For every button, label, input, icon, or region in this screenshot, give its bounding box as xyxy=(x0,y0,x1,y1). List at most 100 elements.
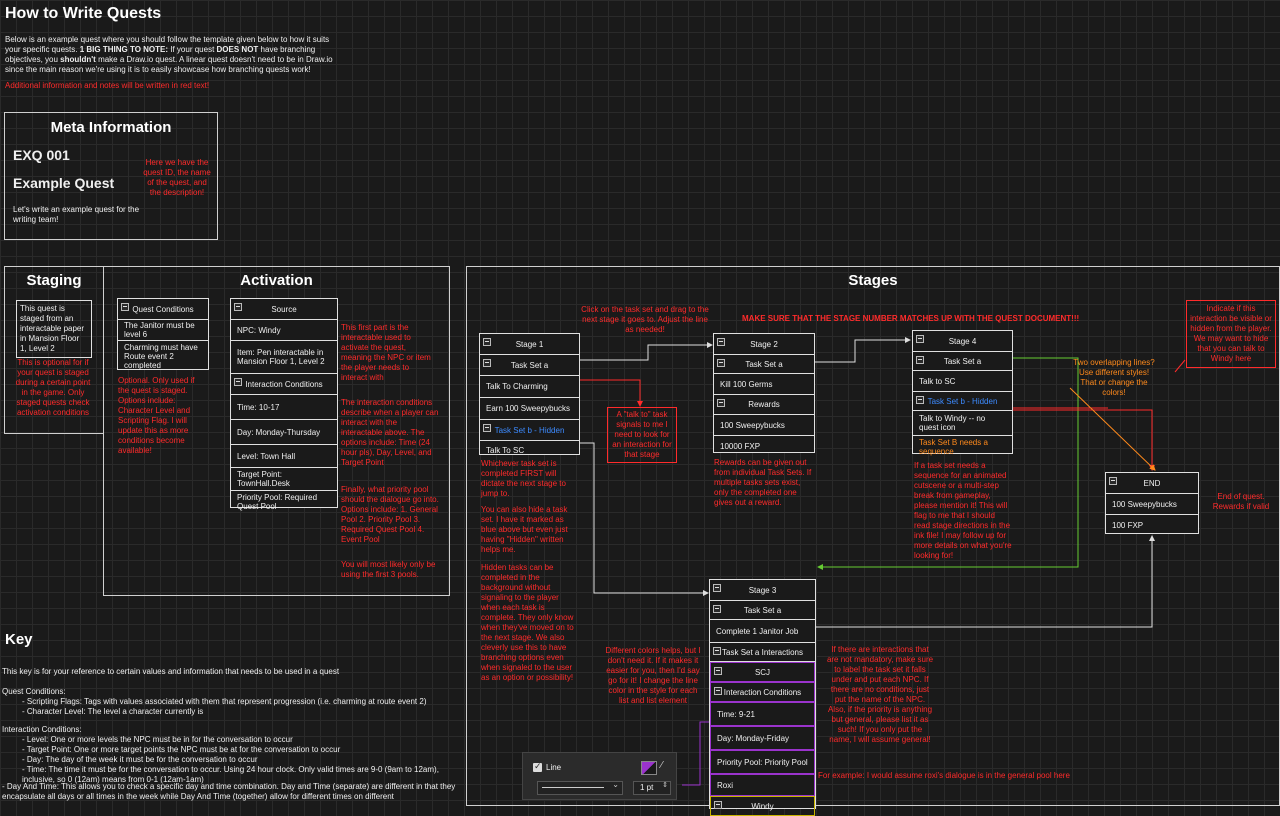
table-row[interactable]: Target Point: TownHall.Desk xyxy=(231,468,337,491)
table-row[interactable]: Priority Pool: Required Quest Pool xyxy=(237,493,318,511)
source-header[interactable]: Source xyxy=(231,299,337,320)
table-row[interactable]: Time: 10-17 xyxy=(231,395,337,420)
stage-1-header[interactable]: Stage 1 xyxy=(480,334,579,355)
key-ic-5: - Day And Time: This allows you to check… xyxy=(2,782,456,801)
stage-4[interactable]: Stage 4 Task Set a Talk to SC Task Set b… xyxy=(912,330,1013,456)
collapse-icon[interactable] xyxy=(483,338,491,346)
line-style-toolbar[interactable]: ✓ Line ⁄ ⌄ 1 pt ⇕ xyxy=(522,752,677,800)
stage-2-header[interactable]: Stage 2 xyxy=(714,334,814,355)
table-row[interactable]: Talk to SC xyxy=(913,371,1012,392)
collapse-icon[interactable] xyxy=(483,359,491,367)
table-row[interactable]: Item: Pen interactable in Mansion Floor … xyxy=(231,341,337,374)
stage-number-banner: MAKE SURE THAT THE STAGE NUMBER MATCHES … xyxy=(742,314,1080,323)
collapse-icon[interactable] xyxy=(234,303,242,311)
table-row[interactable]: 100 FXP xyxy=(1112,520,1144,530)
color-picker-icon[interactable]: ⁄ xyxy=(661,760,663,771)
scj-header[interactable]: SCJ xyxy=(710,662,815,682)
collapse-icon[interactable] xyxy=(717,338,725,346)
example-note: For example: I would assume roxi's dialo… xyxy=(818,771,1070,780)
meta-panel[interactable]: Meta Information EXQ 001 Example Quest L… xyxy=(4,112,218,240)
table-row[interactable]: 100 Sweepybucks xyxy=(1106,494,1198,515)
table-row[interactable]: Kill 100 Germs xyxy=(714,374,814,395)
collapse-icon[interactable] xyxy=(714,687,722,695)
checkmark-icon: ✓ xyxy=(534,761,542,771)
collapse-icon[interactable] xyxy=(714,667,722,675)
task-set-a[interactable]: Task Set a xyxy=(714,355,814,374)
windy-header[interactable]: Windy xyxy=(710,796,815,816)
table-row[interactable]: Task Set B needs a sequence xyxy=(919,438,988,456)
key-ic-label: Interaction Conditions: xyxy=(2,725,82,734)
stages-top-note: Click on the task set and drag to the ne… xyxy=(581,305,709,334)
table-row[interactable]: Charming must have Route event 2 complet… xyxy=(124,342,198,370)
table-row[interactable]: Roxi xyxy=(710,774,815,796)
line-color-swatch[interactable] xyxy=(641,761,657,775)
line-width-input[interactable]: 1 pt ⇕ xyxy=(633,781,671,795)
task-set-a[interactable]: Task Set a xyxy=(480,355,579,376)
table-row[interactable]: 100 Sweepybucks xyxy=(714,415,814,436)
collapse-icon[interactable] xyxy=(483,424,491,432)
key-qc-1: - Scripting Flags: Tags with values asso… xyxy=(22,697,427,706)
qc-note: Optional. Only used if the quest is stag… xyxy=(118,376,195,455)
table-row[interactable]: Talk to Windy -- no quest icon xyxy=(913,411,1012,436)
table-row[interactable]: 10000 FXP xyxy=(720,441,761,451)
table-row[interactable]: Time: 9-21 xyxy=(710,702,815,726)
stage-1[interactable]: Stage 1 Task Set a Talk To Charming Earn… xyxy=(479,333,580,455)
task-set-b-hidden[interactable]: Task Set b - Hidden xyxy=(913,392,1012,411)
rewards-header[interactable]: Rewards xyxy=(714,395,814,415)
key-qc-label: Quest Conditions: xyxy=(2,687,66,696)
task-set-a[interactable]: Task Set a xyxy=(710,601,815,620)
table-row[interactable]: NPC: Windy xyxy=(231,320,337,341)
table-row[interactable]: Priority Pool: Priority Pool xyxy=(710,750,815,774)
activation-panel[interactable]: Activation xyxy=(103,266,450,596)
stage-2[interactable]: Stage 2 Task Set a Kill 100 Germs Reward… xyxy=(713,333,815,453)
line-checkbox[interactable]: ✓ xyxy=(533,761,542,772)
task-set-interactions-header[interactable]: Task Set a Interactions xyxy=(710,643,815,662)
collapse-icon[interactable] xyxy=(916,396,924,404)
staging-box[interactable]: This quest is staged from an interactabl… xyxy=(16,300,92,358)
page-title: How to Write Quests xyxy=(5,5,162,22)
collapse-icon[interactable] xyxy=(713,605,721,613)
stage-1-note-3: Hidden tasks can be completed in the bac… xyxy=(481,563,574,682)
stage-3[interactable]: Stage 3 Task Set a Complete 1 Janitor Jo… xyxy=(709,579,816,816)
table-row[interactable]: Talk To SC xyxy=(486,445,525,455)
table-row[interactable]: The Janitor must be level 6 xyxy=(118,320,208,341)
table-row[interactable]: Complete 1 Janitor Job xyxy=(710,620,815,643)
staging-panel[interactable]: Staging This quest is staged from an int… xyxy=(4,266,104,434)
interaction-conditions-header[interactable]: Interaction Conditions xyxy=(231,374,337,395)
table-row[interactable]: Talk To Charming xyxy=(480,376,579,398)
source-table[interactable]: Source NPC: Windy Item: Pen interactable… xyxy=(230,298,338,511)
interaction-conditions-header[interactable]: Interaction Conditions xyxy=(710,682,815,702)
color-note: Different colors helps, but I don't need… xyxy=(605,646,701,705)
table-row[interactable]: Earn 100 Sweepybucks xyxy=(480,398,579,420)
stage-3-header[interactable]: Stage 3 xyxy=(710,580,815,601)
stage-1-note-2: You can also hide a task set. I have it … xyxy=(481,505,568,554)
activation-note-2: The interaction conditions describe when… xyxy=(341,398,439,467)
collapse-icon[interactable] xyxy=(713,647,721,655)
quest-id: EXQ 001 xyxy=(13,147,70,163)
quest-conditions-header[interactable]: Quest Conditions xyxy=(118,299,208,320)
line-pattern-select[interactable]: ⌄ xyxy=(537,780,623,795)
meta-title: Meta Information xyxy=(50,119,172,136)
collapse-icon[interactable] xyxy=(916,335,924,343)
collapse-icon[interactable] xyxy=(717,399,725,407)
end-node[interactable]: END 100 Sweepybucks 100 FXP xyxy=(1105,472,1199,534)
table-row[interactable]: Day: Monday-Thursday xyxy=(231,420,337,445)
stepper-icon[interactable]: ⇕ xyxy=(662,782,668,789)
stage-4-header[interactable]: Stage 4 xyxy=(913,331,1012,352)
collapse-icon[interactable] xyxy=(916,356,924,364)
table-row[interactable]: Level: Town Hall xyxy=(231,445,337,468)
task-set-b-hidden[interactable]: Task Set b - Hidden xyxy=(480,420,579,441)
collapse-icon[interactable] xyxy=(1109,477,1117,485)
collapse-icon[interactable] xyxy=(121,303,129,311)
collapse-icon[interactable] xyxy=(713,584,721,592)
stage-2-note: Rewards can be given out from individual… xyxy=(714,458,812,507)
activation-title: Activation xyxy=(240,272,313,289)
collapse-icon[interactable] xyxy=(714,801,722,809)
end-header[interactable]: END xyxy=(1106,473,1198,494)
collapse-icon[interactable] xyxy=(234,378,242,386)
table-row[interactable]: Day: Monday-Friday xyxy=(710,726,815,750)
quest-conditions-table[interactable]: Quest Conditions The Janitor must be lev… xyxy=(117,298,209,370)
collapse-icon[interactable] xyxy=(717,359,725,367)
task-set-a[interactable]: Task Set a xyxy=(913,352,1012,371)
